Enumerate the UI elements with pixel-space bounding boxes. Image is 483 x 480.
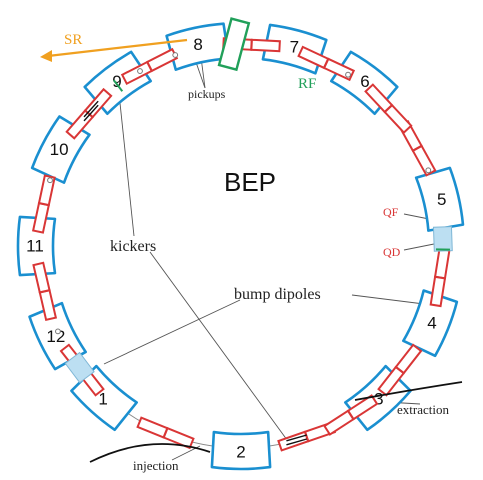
quadrupole-4-2 bbox=[377, 365, 406, 397]
rf-label: RF bbox=[298, 76, 316, 92]
quadrupole-13-2 bbox=[32, 261, 51, 294]
pickup-6 bbox=[55, 328, 61, 335]
dipole-number-8: 8 bbox=[193, 35, 202, 54]
dipole-number-4: 4 bbox=[427, 314, 436, 333]
dipole-number-2: 2 bbox=[236, 442, 245, 461]
quadrupole-5-1 bbox=[433, 247, 451, 280]
dipole-number-6: 6 bbox=[360, 72, 369, 91]
dipole-magnet-11 bbox=[16, 215, 57, 277]
extraction-label: extraction bbox=[397, 402, 449, 417]
kicker-bottom-a bbox=[286, 434, 307, 442]
pickup-4 bbox=[345, 71, 351, 78]
sr-label: SR bbox=[64, 32, 82, 48]
quadrupole-1-2 bbox=[136, 416, 169, 439]
ring-title: BEP bbox=[224, 167, 276, 197]
pickups-label: pickups bbox=[188, 87, 226, 101]
quadrupole-9-2 bbox=[250, 38, 281, 53]
kickers-label: kickers bbox=[110, 238, 156, 255]
kicker-top-left-b bbox=[83, 104, 99, 122]
dipole-number-10: 10 bbox=[50, 140, 69, 159]
quadrupole-3-2 bbox=[323, 409, 355, 436]
bump-leader-right bbox=[351, 294, 433, 306]
bump-dipole-left bbox=[64, 351, 95, 384]
dipole-magnet-5 bbox=[414, 166, 465, 232]
injection-line bbox=[89, 443, 211, 463]
pickup-2 bbox=[47, 177, 53, 184]
dipole-number-1: 1 bbox=[98, 390, 107, 409]
dipole-number-7: 7 bbox=[290, 38, 299, 57]
bump-leader-left bbox=[103, 299, 241, 365]
quadrupole-10-2 bbox=[145, 47, 179, 73]
quadrupole-11-2 bbox=[83, 87, 113, 119]
dipole-number-5: 5 bbox=[437, 190, 446, 209]
qf-label: QF bbox=[383, 205, 399, 219]
rf-cavity bbox=[217, 17, 251, 72]
bump-dipole-right bbox=[432, 226, 453, 252]
quadrupole-6-2 bbox=[411, 144, 437, 177]
injection-label: injection bbox=[133, 458, 179, 473]
dipole-number-3: 3 bbox=[374, 390, 383, 409]
extraction-line bbox=[354, 381, 463, 401]
sr-port-marker bbox=[112, 79, 124, 92]
kickers-leader-down bbox=[149, 251, 291, 445]
pickup-1 bbox=[137, 68, 143, 74]
dipole-number-9: 9 bbox=[112, 72, 121, 91]
sr-arrow-group: SR bbox=[40, 32, 188, 62]
quadrupole-5-2 bbox=[429, 275, 447, 308]
quadrupole-7-2 bbox=[383, 103, 413, 134]
kicker-top-left-a bbox=[83, 100, 99, 118]
dipole-magnet-4 bbox=[402, 289, 459, 358]
qd-label: QD bbox=[383, 245, 401, 259]
kickers-leader-up bbox=[117, 83, 135, 237]
bump-dipoles-label: bump dipoles bbox=[234, 286, 321, 303]
sr-arrow-head bbox=[40, 50, 52, 62]
pickup-5 bbox=[425, 167, 432, 174]
dipole-number-11: 11 bbox=[26, 236, 44, 255]
kicker-bottom-b bbox=[286, 438, 307, 446]
dipole-magnet-2 bbox=[210, 430, 272, 471]
pickup-3 bbox=[172, 52, 179, 58]
sr-beam-arrow bbox=[47, 38, 188, 58]
